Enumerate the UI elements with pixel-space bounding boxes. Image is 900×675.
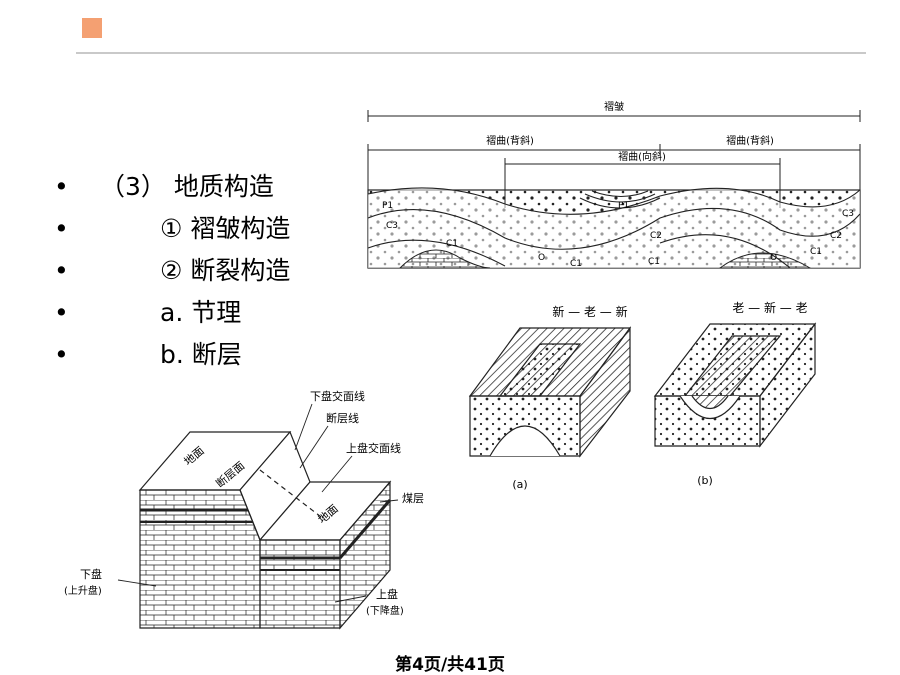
hangingwall-note: (下降盘) xyxy=(366,604,404,617)
bullet-text: （3） 地质构造 xyxy=(100,172,274,201)
fault-block-diagram: 下盘交面线 断层线 上盘交面线 煤层 地面 断层面 地面 下盘 (上升盘) 上盘… xyxy=(64,390,424,630)
bullet-dot: • xyxy=(54,340,69,369)
bullet-item: • ② 断裂构造 xyxy=(54,256,290,286)
bullet-dot: • xyxy=(54,256,69,285)
fold-block-diagrams: 新 — 老 — 新 老 — 新 — 老 (a) (b) xyxy=(468,300,817,491)
stratum-label: C1 xyxy=(446,239,458,249)
block-b-caption: (b) xyxy=(697,474,713,487)
bullet-item: • b. 断层 xyxy=(54,340,242,370)
stratum-label: P1 xyxy=(382,201,393,211)
hangingwall-label: 上盘 xyxy=(376,587,398,601)
bullet-dot: • xyxy=(54,172,69,201)
page-number: 第4页/共41页 xyxy=(395,655,505,675)
stratum-label: P1 xyxy=(618,201,629,211)
bullet-item: • a. 节理 xyxy=(54,298,241,328)
block-a-top-label: 新 — 老 — 新 xyxy=(552,304,627,319)
hangingwall-trace-label: 上盘交面线 xyxy=(346,441,401,455)
fold-right-label: 褶曲(背斜) xyxy=(726,134,774,147)
stratum-label: O xyxy=(538,253,545,263)
fold-middle-label: 褶曲(向斜) xyxy=(618,150,666,163)
fold-cross-section-diagram: 褶皱 褶曲(背斜) 褶曲(向斜) 褶曲(背斜) P1 P1 C3 C2 C1 O… xyxy=(367,100,861,269)
bullet-dot: • xyxy=(54,214,69,243)
bullet-item: • ① 褶皱构造 xyxy=(54,214,290,244)
footwall-note: (上升盘) xyxy=(64,584,102,597)
fold-top-label: 褶皱 xyxy=(604,100,624,113)
fault-line-label: 断层线 xyxy=(326,411,359,425)
bullet-text: b. 断层 xyxy=(160,340,242,369)
bullet-text: ① 褶皱构造 xyxy=(160,214,291,243)
stratum-label: O xyxy=(770,253,777,263)
coal-seam-label: 煤层 xyxy=(402,492,424,505)
bullet-item: • （3） 地质构造 xyxy=(54,172,274,202)
stratum-label: C2 xyxy=(830,231,842,241)
block-b-top-label: 老 — 新 — 老 xyxy=(732,300,807,315)
stratum-label: C1 xyxy=(810,247,822,257)
stratum-label: C2 xyxy=(650,231,662,241)
stratum-label: C1 xyxy=(570,259,582,269)
bullet-dot: • xyxy=(54,298,69,327)
stratum-label: C3 xyxy=(386,221,398,231)
bullet-text: a. 节理 xyxy=(160,298,242,327)
block-a-caption: (a) xyxy=(512,478,527,491)
stratum-label: C3 xyxy=(842,209,854,219)
bullet-text: ② 断裂构造 xyxy=(160,256,291,285)
footwall-trace-label: 下盘交面线 xyxy=(310,390,365,403)
fold-left-label: 褶曲(背斜) xyxy=(486,134,534,147)
accent-square xyxy=(82,18,102,38)
title-rule xyxy=(76,52,866,54)
stratum-label: C1 xyxy=(648,257,660,267)
footwall-label: 下盘 xyxy=(80,567,102,581)
